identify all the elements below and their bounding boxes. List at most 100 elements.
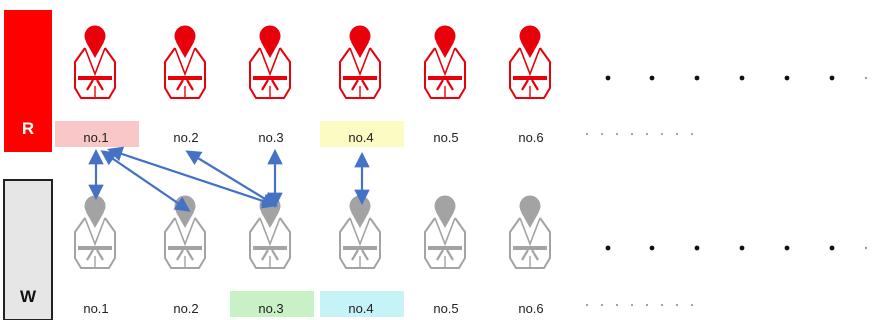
- player-head: [84, 25, 106, 47]
- small-ellipsis-dot-1-3: [616, 133, 618, 135]
- player-belt-tails: [176, 249, 194, 261]
- player-lapel: [84, 217, 106, 247]
- player-collar: [176, 212, 194, 228]
- player-label-w-2: no.2: [173, 301, 198, 316]
- player-belt-tails: [436, 79, 454, 91]
- player-label-r-3: no.3: [258, 130, 283, 145]
- player-collar: [351, 212, 369, 228]
- player-belt-tails: [521, 79, 539, 91]
- player-head: [434, 195, 456, 217]
- player-lapel: [519, 217, 541, 247]
- arrow-r-1-to-w-3: [107, 146, 278, 209]
- player-lapel: [434, 217, 456, 247]
- player-lapel: [349, 47, 371, 77]
- player-collar: [521, 212, 539, 228]
- small-ellipsis-dot-1-4: [631, 133, 633, 135]
- player-head: [434, 25, 456, 47]
- player-w-3-icon: [249, 195, 291, 269]
- player-label-w-4: no.4: [348, 301, 373, 316]
- highlight-r-4: [320, 121, 404, 147]
- continuation-dot-1-2: [649, 75, 655, 81]
- small-ellipsis-dot-1-6: [661, 133, 663, 135]
- continuation-dot-1-6: [829, 75, 835, 81]
- player-label-r-5: no.5: [433, 130, 458, 145]
- player-lapel: [434, 47, 456, 77]
- player-head: [84, 195, 106, 217]
- player-label-w-3: no.3: [258, 301, 283, 316]
- small-ellipsis-dot-2-6: [661, 304, 663, 306]
- highlight-r-1: [55, 121, 139, 147]
- player-head: [174, 25, 196, 47]
- player-belt: [428, 246, 462, 250]
- player-label-r-4: no.4: [348, 130, 373, 145]
- player-collar: [436, 42, 454, 58]
- player-w-4-icon: [339, 195, 381, 269]
- player-belt: [428, 76, 462, 80]
- player-label-r-1: no.1: [83, 130, 108, 145]
- player-lapel: [349, 217, 371, 247]
- player-r-1-icon: [74, 25, 116, 99]
- player-label-w-1: no.1: [83, 301, 108, 316]
- continuation-dot-1-4: [739, 75, 745, 81]
- player-belt-tails: [261, 249, 279, 261]
- small-ellipsis-dot-2-2: [601, 304, 603, 306]
- continuation-dot-2-2: [649, 245, 655, 251]
- player-collar: [86, 42, 104, 58]
- player-belt: [513, 246, 547, 250]
- player-collar: [351, 42, 369, 58]
- player-label-w-5: no.5: [433, 301, 458, 316]
- player-lapel: [519, 47, 541, 77]
- continuation-dot-2-3: [694, 245, 700, 251]
- player-head: [519, 195, 541, 217]
- player-r-4-icon: [339, 25, 381, 99]
- player-w-6-icon: [509, 195, 551, 269]
- player-belt: [343, 76, 377, 80]
- player-head: [519, 25, 541, 47]
- small-ellipsis-dot-1-1: [586, 133, 588, 135]
- highlight-w-4: [320, 291, 404, 317]
- player-belt: [253, 76, 287, 80]
- continuation-dot-1-5: [784, 75, 790, 81]
- player-belt: [168, 76, 202, 80]
- player-belt: [78, 246, 112, 250]
- player-belt: [253, 246, 287, 250]
- small-ellipsis-dot-2-3: [616, 304, 618, 306]
- small-ellipsis-dot-1-8: [691, 133, 693, 135]
- continuation-dot-faint-1: [864, 76, 868, 80]
- player-label-r-6: no.6: [518, 130, 543, 145]
- player-belt: [513, 76, 547, 80]
- player-head: [259, 25, 281, 47]
- player-belt-tails: [351, 249, 369, 261]
- player-collar: [176, 42, 194, 58]
- player-w-2-icon: [164, 195, 206, 269]
- player-label-w-6: no.6: [518, 301, 543, 316]
- player-belt-tails: [521, 249, 539, 261]
- player-belt: [78, 76, 112, 80]
- player-w-1-icon: [74, 195, 116, 269]
- player-belt-tails: [261, 79, 279, 91]
- player-collar: [521, 42, 539, 58]
- player-lapel: [174, 47, 196, 77]
- small-ellipsis-dot-2-4: [631, 304, 633, 306]
- team-w-letter: W: [20, 287, 37, 306]
- player-r-5-icon: [424, 25, 466, 99]
- small-ellipsis-dot-2-1: [586, 304, 588, 306]
- player-belt-tails: [176, 79, 194, 91]
- player-r-3-icon: [249, 25, 291, 99]
- small-ellipsis-dot-2-5: [646, 304, 648, 306]
- player-belt-tails: [351, 79, 369, 91]
- continuation-dot-2-4: [739, 245, 745, 251]
- player-collar: [86, 212, 104, 228]
- small-ellipsis-dot-1-2: [601, 133, 603, 135]
- player-lapel: [174, 217, 196, 247]
- player-belt-tails: [86, 79, 104, 91]
- player-lapel: [259, 47, 281, 77]
- player-belt-tails: [86, 249, 104, 261]
- small-ellipsis-dot-2-7: [676, 304, 678, 306]
- player-collar: [436, 212, 454, 228]
- player-r-6-icon: [509, 25, 551, 99]
- continuation-dot-2-1: [605, 245, 611, 251]
- small-ellipsis-dot-1-5: [646, 133, 648, 135]
- player-w-5-icon: [424, 195, 466, 269]
